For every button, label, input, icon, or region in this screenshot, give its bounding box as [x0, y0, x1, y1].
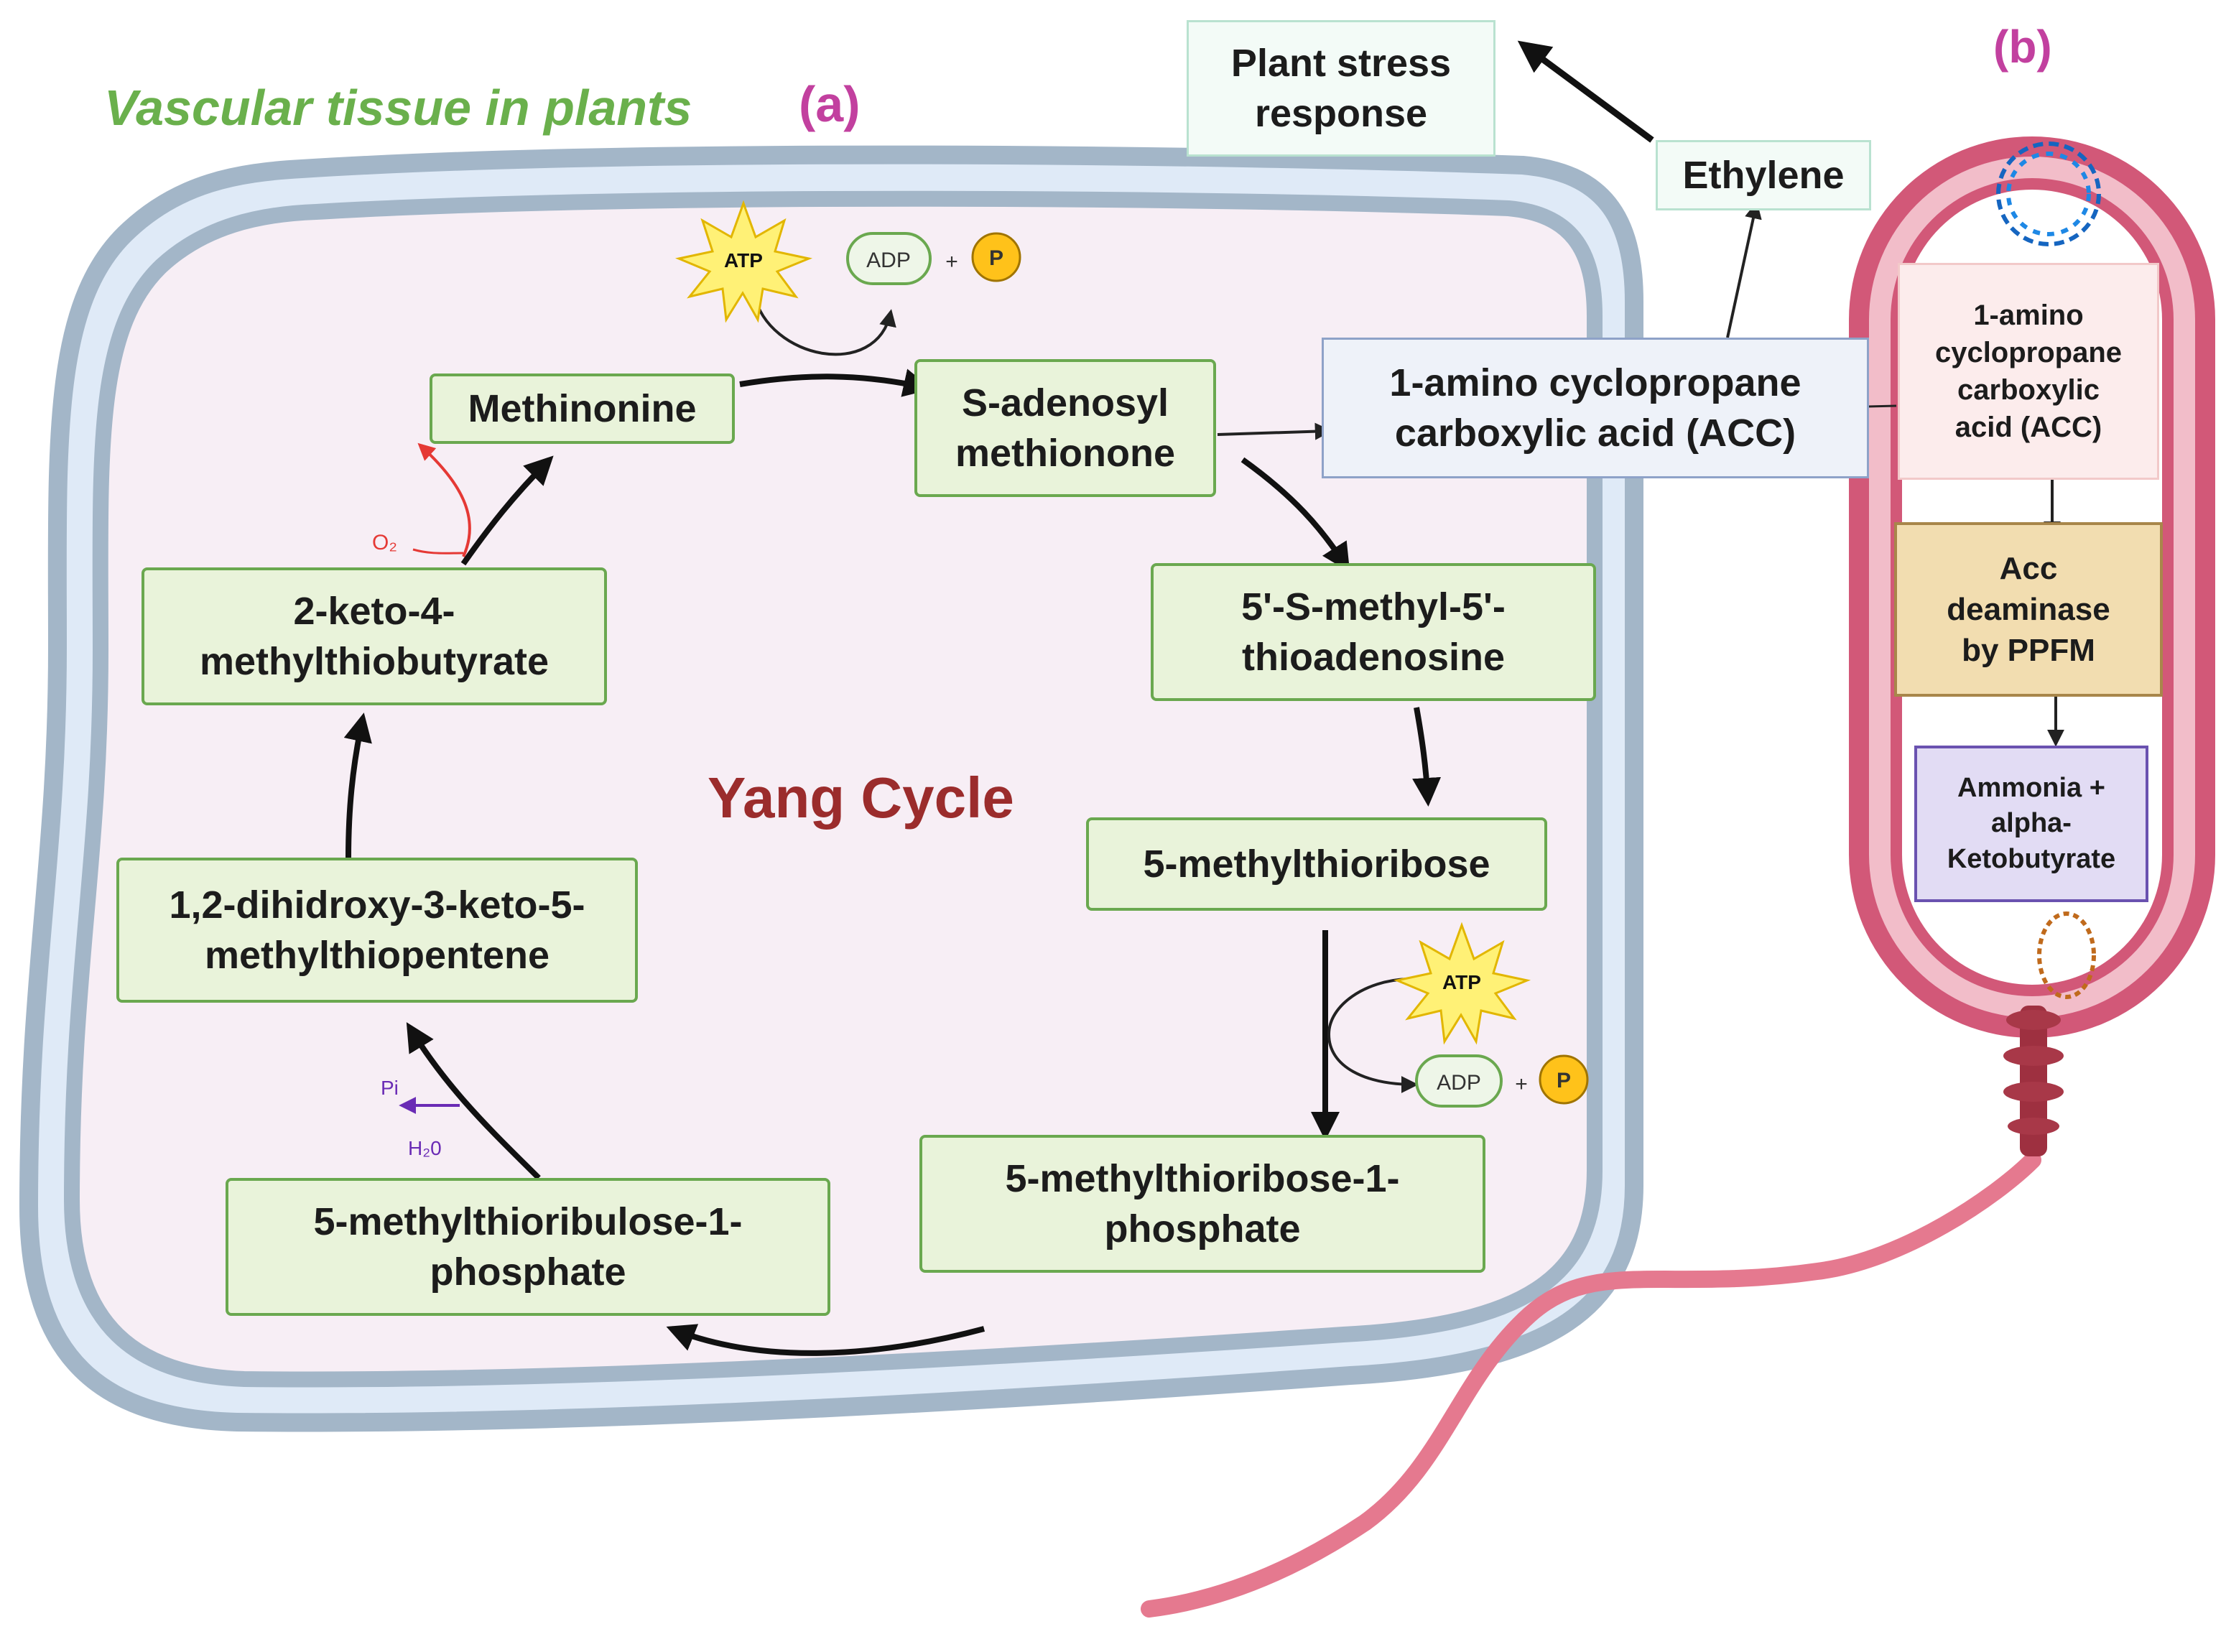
arrow-met-to-sam — [739, 368, 932, 397]
node-ammonia-alpha-ketobutyrate: Ammonia + alpha- Ketobutyrate — [1914, 746, 2148, 902]
o2-label: O₂ — [372, 531, 397, 554]
node-methylthioribulose-1-phosphate: 5-methylthioribulose-1- phosphate — [226, 1178, 830, 1316]
pi-label: Pi — [381, 1077, 399, 1099]
atp-burst-bottom: ATP — [1393, 922, 1531, 1045]
node-methylthioribose-1-phosphate: 5-methylthioribose-1- phosphate — [919, 1135, 1485, 1273]
h2o-label: H₂0 — [408, 1137, 442, 1159]
node-ethylene: Ethylene — [1656, 140, 1871, 210]
node-acc-bacteria: 1-amino cyclopropane carboxylic acid (AC… — [1898, 263, 2159, 480]
node-s-adenosyl-methionine: S-adenosyl methionone — [914, 359, 1216, 497]
arrow-acc-to-ethylene — [1726, 201, 1762, 338]
plasmid-icon — [2037, 911, 2096, 999]
atp-to-adp-arc-top — [753, 294, 896, 356]
p-label-top: P — [989, 246, 1003, 270]
adp-p-bottom: ADP + P — [1415, 1054, 1589, 1108]
adp-p-top: ADP + P — [846, 232, 1021, 285]
arrow-mtru1p-to-dhk — [406, 1022, 541, 1180]
node-plant-stress-response: Plant stress response — [1187, 20, 1495, 157]
atp-label-bottom: ATP — [1442, 971, 1481, 993]
o2-connector — [412, 548, 464, 554]
node-acc-deaminase: Acc deaminase by PPFM — [1894, 522, 2163, 697]
node-methylthioribose: 5-methylthioribose — [1086, 817, 1547, 911]
arrow-dhk-to-kmtb — [343, 713, 372, 859]
node-methylthioadenosine: 5'-S-methyl-5'- thioadenosine — [1151, 563, 1596, 701]
adp-label-top: ADP — [866, 249, 911, 272]
node-keto-methylthiobutyrate: 2-keto-4- methylthiobutyrate — [142, 567, 607, 705]
arrow-kmtb-to-met — [460, 455, 554, 566]
vascular-tissue-title: Vascular tissue in plants — [104, 80, 692, 136]
arrow-mtr1p-to-mtru1p — [666, 1324, 986, 1356]
p-label-bottom: P — [1557, 1069, 1571, 1092]
atp-burst-top: ATP — [674, 200, 813, 323]
dna-helix-icon — [1996, 141, 2101, 246]
arrow-sam-to-acc — [1217, 422, 1332, 440]
adp-label-bottom: ADP — [1437, 1071, 1481, 1095]
o2-arrow — [417, 442, 471, 557]
node-dihydroxy-keto-methylthiopentene: 1,2-dihidroxy-3-keto-5- methylthiopenten… — [116, 858, 638, 1003]
atp-to-adp-arc-bottom — [1327, 978, 1419, 1093]
arrow-ethylene-to-stress — [1517, 40, 1654, 143]
node-methionine: Methinonine — [430, 373, 735, 444]
atp-label-top: ATP — [724, 249, 763, 272]
cycle-arrows — [343, 368, 1442, 1356]
flagellum — [1141, 1151, 2041, 1618]
panel-label-a: (a) — [799, 76, 861, 132]
plus-sign-top: + — [945, 250, 958, 274]
yang-cycle-title: Yang Cycle — [708, 766, 1014, 830]
node-acc: 1-amino cyclopropane carboxylic acid (AC… — [1322, 338, 1869, 478]
panel-label-b: (b) — [1993, 21, 2052, 73]
plus-sign-bottom: + — [1515, 1072, 1528, 1096]
arrow-sam-to-mta — [1240, 457, 1350, 572]
arrow-mta-to-mtr — [1412, 707, 1442, 807]
